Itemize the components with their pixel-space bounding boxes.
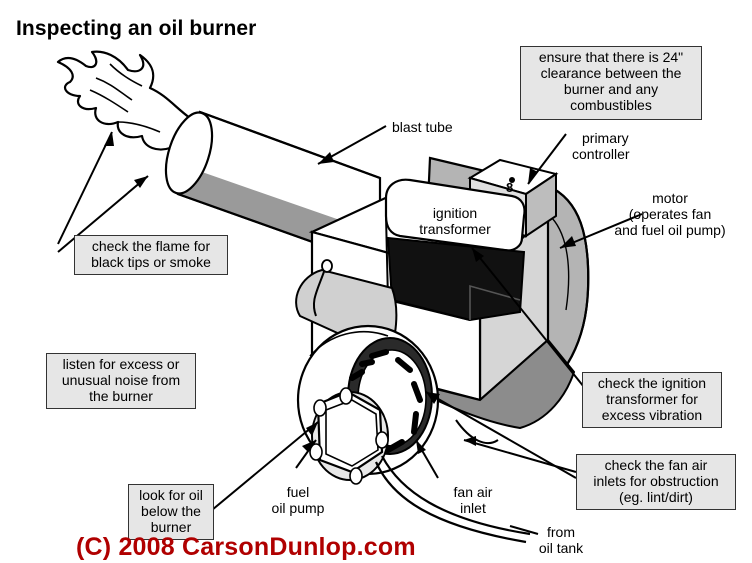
note-line: excess vibration — [601, 407, 703, 423]
label-line: oil pump — [271, 500, 325, 516]
ignition-transformer-label: ignition transformer — [396, 205, 514, 237]
note-line: transformer for — [606, 391, 698, 407]
note-line: check the ignition — [597, 375, 707, 391]
vibration-note: check the ignition transformer for exces… — [582, 372, 722, 428]
note-line: burner — [150, 519, 192, 535]
oil-below-note: look for oil below the burner — [128, 484, 214, 540]
note-line: inlets for obstruction — [593, 473, 719, 489]
label-line: controller — [572, 146, 630, 162]
fuel-pump-drawing — [309, 387, 389, 485]
noise-note: listen for excess or unusual noise from … — [46, 353, 196, 409]
note-line: look for oil — [139, 487, 203, 503]
label-line: motor — [652, 190, 688, 206]
note-line: (eg. lint/dirt) — [619, 489, 693, 505]
note-line: check the fan air — [604, 457, 708, 473]
motor-label: motor (operates fan and fuel oil pump) — [596, 190, 744, 238]
ignition-transformer-drawing — [384, 178, 526, 322]
note-line: clearance between the — [540, 65, 682, 81]
note-line: combustibles — [570, 97, 652, 113]
clearance-note: ensure that there is 24" clearance betwe… — [520, 46, 702, 120]
note-line: ensure that there is 24" — [538, 49, 684, 65]
label-line: inlet — [460, 500, 486, 516]
note-line: the burner — [89, 388, 153, 404]
label-line: fan air — [453, 484, 493, 500]
fuel-oil-pump-label: fuel oil pump — [258, 484, 338, 516]
from-oil-tank-label: from oil tank — [528, 524, 594, 556]
label-line: oil tank — [538, 540, 584, 556]
flame-note: check the flame for black tips or smoke — [74, 235, 228, 275]
flame-drawing — [56, 50, 192, 162]
label-line: ignition — [432, 205, 478, 221]
fan-air-inlet-label: fan air inlet — [440, 484, 506, 516]
label-line: and fuel oil pump) — [614, 222, 726, 238]
label-line: transformer — [419, 221, 491, 237]
fan-inlets-note: check the fan air inlets for obstruction… — [576, 454, 736, 510]
copyright-text: (C) 2008 CarsonDunlop.com — [76, 533, 416, 561]
note-line: unusual noise from — [61, 372, 181, 388]
label-line: from — [547, 524, 575, 540]
note-line: burner and any — [563, 81, 659, 97]
label-line: (operates fan — [628, 206, 712, 222]
note-line: check the flame for — [91, 238, 211, 254]
page-title: Inspecting an oil burner — [16, 17, 257, 40]
note-line: listen for excess or — [62, 356, 180, 372]
controller-digit: 8 — [506, 180, 513, 195]
primary-controller-label: primary controller — [572, 130, 630, 162]
label-line: primary — [582, 130, 629, 146]
label-line: fuel — [286, 484, 310, 500]
blast-tube-label: blast tube — [392, 119, 453, 135]
note-line: black tips or smoke — [91, 254, 211, 270]
arrow-heads — [104, 132, 576, 454]
note-line: below the — [141, 503, 201, 519]
